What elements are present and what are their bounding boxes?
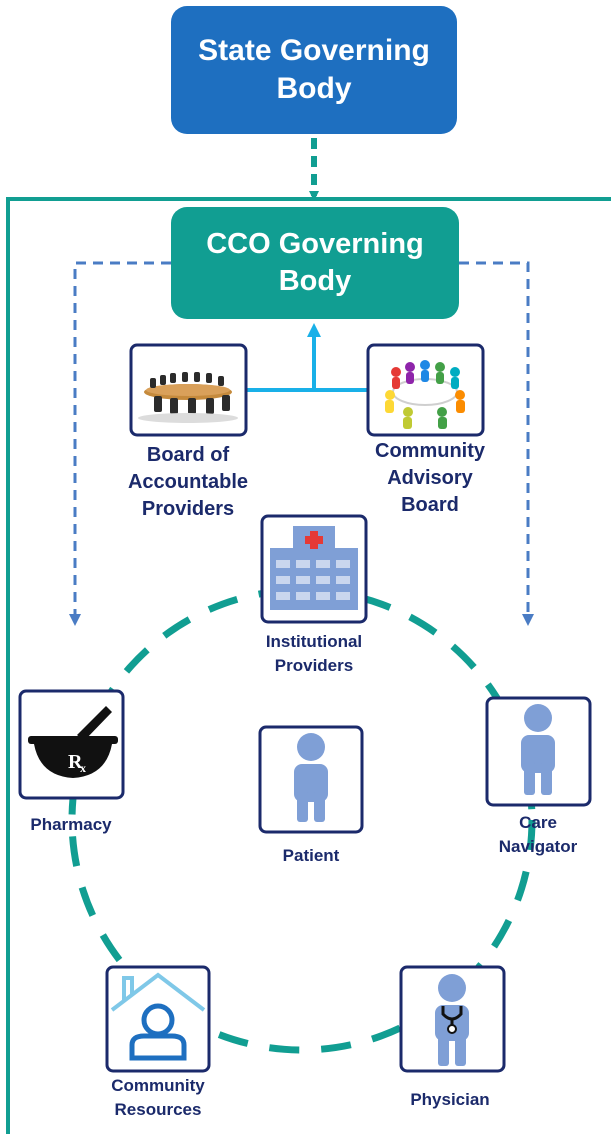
house-person-icon	[110, 972, 206, 1061]
patient-label: Patient	[282, 846, 340, 865]
physician-label: Physician	[410, 1090, 490, 1109]
pharmacy-label: Pharmacy	[30, 815, 112, 834]
cco-boundary-frame	[6, 197, 611, 1134]
cco-to-care-navigator-arrow	[459, 261, 534, 626]
doctor-stethoscope-icon	[435, 974, 469, 1066]
group-meeting-icon	[385, 360, 465, 429]
patient-icon-box	[258, 725, 364, 834]
physician-icon-box	[399, 965, 506, 1073]
institutional-icon-box	[260, 514, 368, 624]
institutional-providers-label: Institutional Providers	[265, 632, 363, 675]
cco-governing-body-label: CCO Governing Body	[206, 228, 424, 297]
person-icon	[294, 733, 328, 822]
state-governing-body-box: State Governing Body	[171, 6, 457, 134]
person-icon	[521, 704, 555, 795]
board-providers-label: Board of Accountable Providers	[127, 444, 249, 520]
svg-text:R: R	[68, 751, 83, 773]
cco-governing-body-box: CCO Governing Body	[171, 207, 459, 319]
pharmacy-icon-box: R x	[18, 689, 125, 800]
mortar-pestle-rx-icon: R x	[28, 706, 118, 778]
community-resources-label: Community Resources	[111, 1076, 205, 1119]
care-navigator-label: Care Navigator	[498, 813, 578, 856]
community-advisory-label: Community Advisory Board	[375, 440, 485, 516]
care-team-circle	[68, 586, 536, 1054]
board-providers-icon-box	[129, 343, 248, 437]
care-navigator-icon-box	[485, 696, 592, 807]
svg-text:x: x	[80, 761, 86, 775]
hospital-icon	[270, 526, 358, 610]
boardroom-table-icon	[138, 372, 238, 423]
community-advisory-icon-box	[366, 343, 485, 437]
advisory-connector	[246, 323, 368, 392]
state-governing-body-label: State Governing Body	[198, 34, 430, 105]
community-resources-icon-box	[105, 965, 211, 1073]
